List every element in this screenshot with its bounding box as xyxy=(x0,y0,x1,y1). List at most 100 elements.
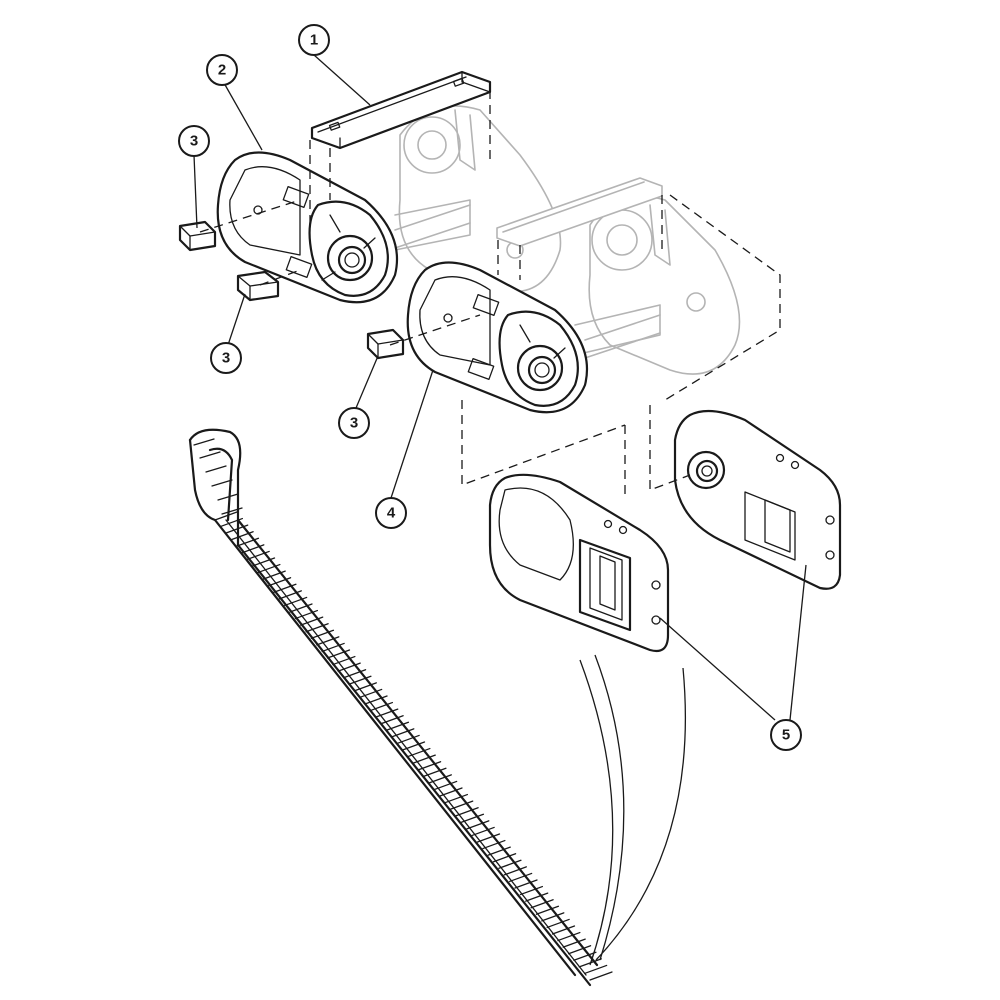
chain-link-tick xyxy=(230,531,254,541)
chain-link-tick xyxy=(257,563,281,574)
bracket-to-chain-leaders xyxy=(579,654,687,966)
callout-1-label: 1 xyxy=(310,32,318,49)
chain-link-tick xyxy=(423,767,447,777)
chain-link-tick xyxy=(573,951,597,961)
assembly-lines xyxy=(199,90,781,495)
chain-link-tick xyxy=(316,636,340,646)
callout-2: 2 xyxy=(206,54,238,86)
chain-link-tick xyxy=(455,807,479,817)
callout-5-label: 5 xyxy=(782,727,790,744)
chain-link-tick xyxy=(530,899,554,909)
callout-5: 5 xyxy=(770,719,802,751)
chain-link-tick xyxy=(466,820,490,830)
chain-link-tick xyxy=(214,511,238,521)
chain-link-tick xyxy=(412,754,436,764)
chain-link-tick xyxy=(337,662,361,672)
chain-link-tick xyxy=(358,688,383,699)
callout-3c: 3 xyxy=(338,407,370,439)
chain-link-tick xyxy=(562,938,586,948)
chain-link-tick xyxy=(380,715,404,725)
chain-link-tick xyxy=(342,669,367,679)
chain-link-tick xyxy=(541,912,565,922)
clip-part-c xyxy=(366,328,405,360)
callout-3c-label: 3 xyxy=(350,415,358,432)
chain-link-tick xyxy=(439,787,463,797)
chain-link-tick xyxy=(310,629,335,639)
clip-part-a xyxy=(178,220,217,252)
chain-link-tick xyxy=(557,931,581,942)
chain-link-tick xyxy=(211,479,233,487)
chain-link-tick xyxy=(289,603,313,613)
ghost-chain-link-front xyxy=(574,195,741,375)
chain-link-tick xyxy=(251,557,276,567)
chain-link-tick xyxy=(401,741,426,751)
chain-link-tick xyxy=(471,826,495,837)
callout-3b: 3 xyxy=(210,342,242,374)
chain-link-tick xyxy=(326,649,351,659)
chain-link-tick xyxy=(391,728,415,738)
callout-4: 4 xyxy=(375,497,407,529)
chain-link-tick xyxy=(300,616,324,626)
chain-link-tick xyxy=(476,833,501,843)
chain-link-tick xyxy=(583,964,608,975)
chain-link-tick xyxy=(205,465,227,473)
chain-link-tick xyxy=(262,570,286,580)
ghost-chain-link-back xyxy=(394,105,562,293)
chain-link-tick xyxy=(199,451,221,459)
chain-link-tick xyxy=(482,839,506,850)
chain-link-tick xyxy=(407,747,431,758)
chain-link-tick xyxy=(508,872,533,883)
chain-link-tick xyxy=(221,507,243,515)
chain-link-tick xyxy=(396,734,420,745)
chain-link-tick xyxy=(369,701,394,712)
chain-link-tick xyxy=(217,493,239,501)
chain-link-ticks xyxy=(193,438,613,981)
chain-link-tick xyxy=(567,945,592,955)
chain-link-tick xyxy=(219,517,244,528)
chain-link-tick xyxy=(503,866,527,876)
chain-link-tick xyxy=(273,583,297,593)
chain-link-tick xyxy=(364,695,388,705)
chain-link-tick xyxy=(283,596,308,607)
chain-link-tick xyxy=(551,925,576,935)
chain-link-tick xyxy=(235,537,260,547)
chain-link-tick xyxy=(225,524,249,534)
chain-link-side-plate xyxy=(216,151,399,304)
chain-link-tick xyxy=(444,793,469,804)
mounting-bracket-right xyxy=(673,409,842,590)
clip-part-b xyxy=(236,270,280,302)
chain-link-tick xyxy=(278,590,302,600)
chain-link-tick xyxy=(487,846,511,856)
chain-link-tick xyxy=(417,761,442,771)
chain-link-tick xyxy=(514,879,538,889)
chain-link-tick xyxy=(294,609,319,620)
chain-link-tick xyxy=(546,918,570,929)
chain-link-tick xyxy=(525,892,549,902)
chain-link-tick xyxy=(246,550,270,561)
chain-link-tick xyxy=(498,859,522,869)
ghost-rails xyxy=(394,204,661,359)
callout-3b-label: 3 xyxy=(222,350,230,367)
chain-link-tick xyxy=(305,623,329,633)
callout-leaders xyxy=(193,54,807,721)
chain-link-tick xyxy=(492,853,517,863)
callout-3a: 3 xyxy=(178,125,210,157)
chain-link-tick xyxy=(375,708,399,718)
chain-link-tick xyxy=(267,577,292,587)
callout-3a-label: 3 xyxy=(190,133,198,150)
callout-1: 1 xyxy=(298,24,330,56)
chain-link-tick xyxy=(353,682,377,692)
chain-link-tick xyxy=(193,438,215,446)
chain-link-tick xyxy=(589,971,613,981)
chain-link-side-plate-2 xyxy=(406,261,589,414)
callout-2-label: 2 xyxy=(218,62,226,79)
chain-link-tick xyxy=(348,675,372,685)
chain-link-tick xyxy=(321,642,345,653)
chain-link-tick xyxy=(535,905,560,915)
chain-link-tick xyxy=(428,774,452,784)
chain-link-tick xyxy=(385,721,410,731)
mounting-bracket-left xyxy=(488,473,670,653)
chain-link-tick xyxy=(332,655,356,666)
chain-link-tick xyxy=(450,800,474,810)
